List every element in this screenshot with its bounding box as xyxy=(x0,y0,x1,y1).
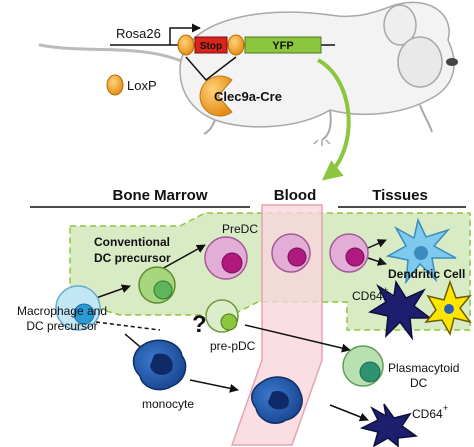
arrow-tissue-to-dc1 xyxy=(367,239,387,249)
cd64-upper-label: CD64 xyxy=(352,289,383,303)
blood-label: Blood xyxy=(274,187,317,204)
cd64-upper-sup: + xyxy=(383,285,388,295)
stop-label: Stop xyxy=(200,41,222,52)
plasmacytoid-dc-cell xyxy=(342,345,384,387)
cd64-macrophage-navy xyxy=(368,279,433,341)
loxp-legend-label: LoxP xyxy=(127,78,157,93)
blood-monocyte-cell xyxy=(251,376,303,424)
yfp-label: YFP xyxy=(272,40,293,52)
pre-pdc-label: pre-pDC xyxy=(210,339,256,353)
stop-cassette xyxy=(194,36,228,54)
conventional-dc-precursor-cell xyxy=(138,266,176,304)
compartment-headers: Bone Marrow Blood Tissues xyxy=(30,187,466,208)
predc-label: PreDC xyxy=(222,222,258,236)
dendritic-cell-label: Dendritic Cell xyxy=(388,267,465,281)
conventional-label-line2: DC precursor xyxy=(94,251,171,265)
arrow-blood-to-cd64 xyxy=(329,404,369,422)
arrow-tissue-to-dc2 xyxy=(367,257,387,266)
monocyte-label: monocyte xyxy=(142,397,194,411)
arrow-mac-to-prepdc-dashed xyxy=(95,321,161,331)
arrow-monocyte-to-blood xyxy=(189,379,239,393)
yfp-gene xyxy=(244,36,322,54)
macrophage-label-line2: DC precursor xyxy=(26,319,97,333)
excision-lines xyxy=(185,56,237,82)
loxp-site-right xyxy=(227,34,245,56)
macrophage-label-line1: Macrophage and xyxy=(17,304,107,318)
arrow-cdc-to-predc xyxy=(159,244,206,271)
macrophage-dc-precursor-cell xyxy=(55,285,101,331)
gene-construct: Rosa26 Stop YFP Clec9a-Cre LoxP xyxy=(106,23,335,117)
plasmacytoid-label-line2: DC xyxy=(410,376,428,390)
clec9a-cre-label: Clec9a-Cre xyxy=(214,89,282,104)
loxp-site-left xyxy=(177,34,195,56)
cd64-lower-sup: + xyxy=(443,403,448,413)
arrow-mac-to-cdc xyxy=(95,284,131,299)
bone-marrow-label: Bone Marrow xyxy=(112,187,207,204)
plasmacytoid-label-line1: Plasmacytoid xyxy=(388,361,459,375)
predc-cell xyxy=(204,236,248,280)
blood-cdc-cell xyxy=(271,233,311,273)
expression-arrow xyxy=(316,58,351,181)
tissue-cdc-cell xyxy=(329,233,369,273)
cd64-macrophage-lower xyxy=(359,403,419,447)
dendritic-cell-light-blue xyxy=(385,217,457,285)
monocyte-cell xyxy=(132,339,187,391)
cd64-macrophage-yellow xyxy=(424,279,472,336)
cd64-lower-label: CD64 xyxy=(412,407,443,421)
loxp-legend-icon xyxy=(106,74,124,96)
uncertain-lineage-marker: ? xyxy=(192,311,207,338)
rosa26-label: Rosa26 xyxy=(116,26,161,41)
mouse-illustration xyxy=(38,1,458,146)
promoter-arrow xyxy=(169,23,201,45)
conventional-label-line1: Conventional xyxy=(94,235,170,249)
cre-recombinase-icon xyxy=(199,75,233,117)
pre-pdc-cell xyxy=(205,299,239,333)
tissues-label: Tissues xyxy=(372,187,428,204)
arrow-prepdc-to-pdc xyxy=(244,324,351,353)
